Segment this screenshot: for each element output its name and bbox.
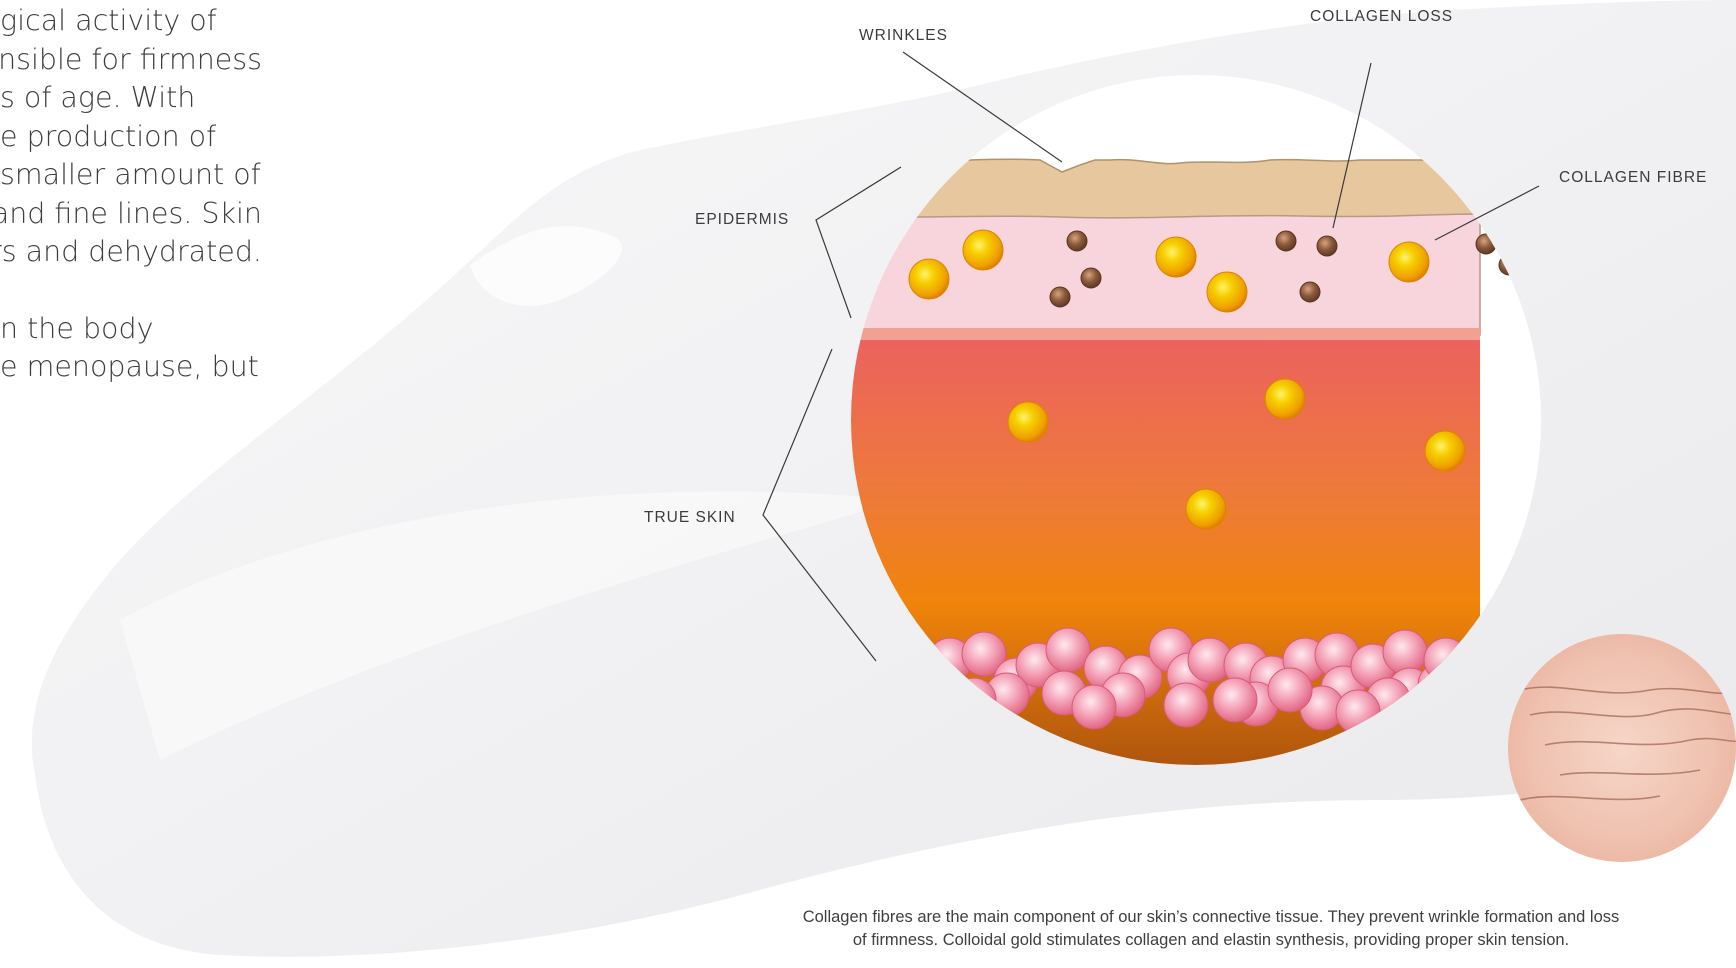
elastin-particle bbox=[1213, 678, 1257, 722]
brown-particle bbox=[1050, 287, 1070, 307]
figure-caption: Collagen fibres are the main component o… bbox=[700, 906, 1722, 952]
gold-particle bbox=[1207, 272, 1247, 312]
brown-particle bbox=[1067, 231, 1087, 251]
gold-particle bbox=[1008, 402, 1048, 442]
elastin-particle bbox=[1072, 685, 1116, 729]
gold-particle bbox=[1186, 489, 1226, 529]
intro-line: e production of bbox=[0, 118, 262, 157]
intro-line: e menopause, but bbox=[0, 348, 262, 387]
intro-line: and fine lines. Skin bbox=[0, 195, 262, 234]
gold-particle bbox=[1265, 379, 1305, 419]
intro-line: smaller amount of bbox=[0, 156, 262, 195]
gold-particle bbox=[909, 259, 949, 299]
label-true-skin: TRUE SKIN bbox=[644, 509, 736, 527]
elastin-particle bbox=[1383, 630, 1427, 674]
label-collagen-loss: COLLAGEN LOSS bbox=[1310, 8, 1453, 26]
elastin-particle bbox=[1164, 683, 1208, 727]
brown-particle bbox=[1276, 231, 1296, 251]
brown-particle bbox=[1317, 236, 1337, 256]
label-epidermis: EPIDERMIS bbox=[695, 211, 789, 229]
caption-line-1: Collagen fibres are the main component o… bbox=[700, 906, 1722, 929]
gold-particle bbox=[963, 230, 1003, 270]
elastin-particle bbox=[1046, 628, 1090, 672]
label-wrinkles: WRINKLES bbox=[859, 27, 948, 45]
intro-line: s of age. With bbox=[0, 79, 262, 118]
brown-particle bbox=[1300, 282, 1320, 302]
brown-particle bbox=[1081, 268, 1101, 288]
gold-particle bbox=[1156, 237, 1196, 277]
intro-line: n the body bbox=[0, 310, 262, 349]
intro-text-block: gical activity of nsible for firmness s … bbox=[0, 2, 262, 387]
elastin-particle bbox=[1268, 668, 1312, 712]
skin-closeup-photo bbox=[1508, 634, 1736, 862]
intro-line: gical activity of bbox=[0, 2, 262, 41]
gold-particle bbox=[1425, 431, 1465, 471]
caption-line-2: of firmness. Colloidal gold stimulates c… bbox=[700, 929, 1722, 952]
gold-particle bbox=[1389, 242, 1429, 282]
label-collagen-fibre: COLLAGEN FIBRE bbox=[1559, 169, 1707, 187]
intro-line: nsible for firmness bbox=[0, 41, 262, 80]
intro-line: rs and dehydrated. bbox=[0, 233, 262, 272]
